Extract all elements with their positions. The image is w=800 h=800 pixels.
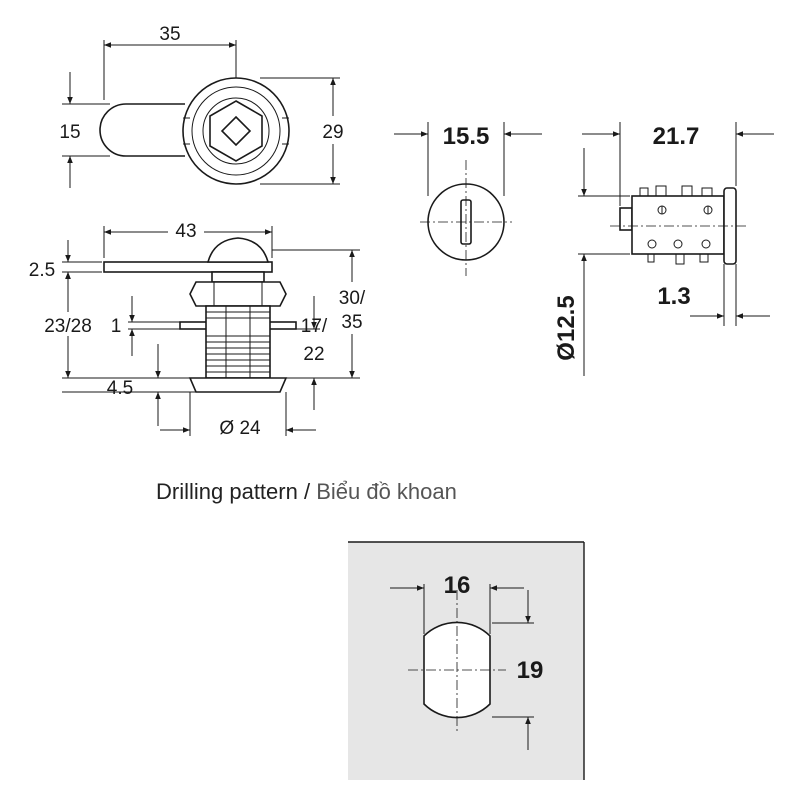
dim-panel: 17/ bbox=[301, 316, 328, 337]
dim-cylinder-diameter: Ø12.5 bbox=[553, 295, 580, 360]
caption-separator: / bbox=[297, 479, 317, 504]
drilling-pattern: 16 19 bbox=[348, 541, 585, 780]
dim-overall-length: 30/ bbox=[339, 288, 366, 309]
hex-nut bbox=[189, 281, 287, 307]
caption-vietnamese: Biểu đồ khoan bbox=[316, 479, 457, 504]
dim-hole-height: 19 bbox=[517, 657, 544, 684]
dim-overall-length-2: 35 bbox=[341, 312, 362, 333]
cylinder-view: 21.7 Ø12.5 1.3 bbox=[553, 122, 774, 376]
dim-cam-length: 43 bbox=[175, 221, 196, 242]
lock-body-ring-inner bbox=[202, 97, 270, 165]
lock-body-ring bbox=[191, 86, 281, 176]
dim-cam-thickness: 2.5 bbox=[29, 260, 55, 281]
dim-thread-length: 23/28 bbox=[44, 316, 92, 337]
dim-cylinder-offset: 1.3 bbox=[657, 283, 690, 310]
dim-panel-2: 22 bbox=[303, 344, 324, 365]
top-view: 35 15 29 bbox=[59, 24, 346, 188]
diamond-slot bbox=[220, 115, 252, 147]
dim-flange-diameter: Ø 24 bbox=[219, 418, 261, 439]
dim-cylinder-length: 21.7 bbox=[653, 123, 700, 150]
cam-arm bbox=[99, 103, 185, 157]
dim-body-height: 29 bbox=[322, 122, 343, 143]
dim-top-width: 35 bbox=[159, 24, 180, 45]
dim-washer: 1 bbox=[111, 316, 122, 337]
drilling-pattern-caption: Drilling pattern / Biểu đồ khoan bbox=[156, 479, 457, 505]
cylinder-tail bbox=[619, 207, 633, 231]
cam-plate bbox=[103, 261, 273, 273]
dim-front-diameter: 15.5 bbox=[443, 123, 490, 150]
flange bbox=[188, 377, 288, 393]
caption-english: Drilling pattern bbox=[156, 479, 298, 504]
dim-cam-height: 15 bbox=[59, 122, 80, 143]
dim-flange-thickness: 4.5 bbox=[107, 378, 133, 399]
front-view: 15.5 bbox=[394, 122, 542, 276]
dome-cap bbox=[206, 237, 270, 263]
dim-hole-width: 16 bbox=[444, 572, 471, 599]
side-view: 43 2.5 23/28 1 30/ 35 17/ 22 bbox=[29, 218, 374, 439]
